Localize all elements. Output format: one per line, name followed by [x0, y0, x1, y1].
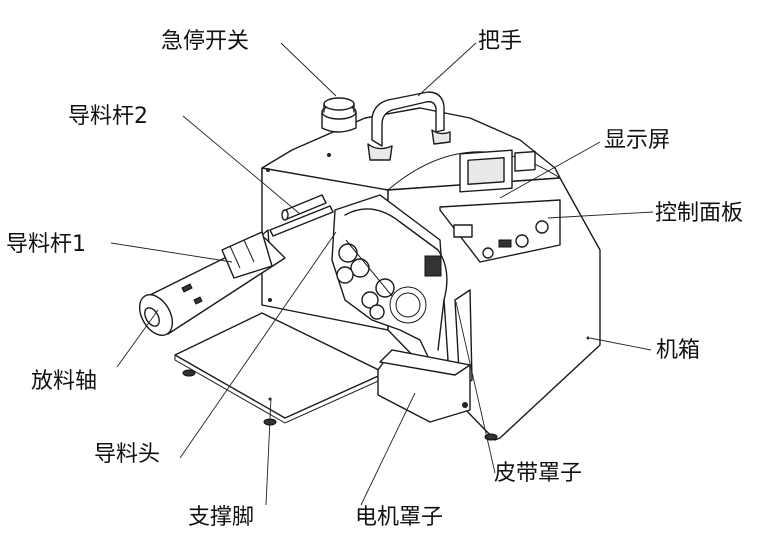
control-panel-face [439, 149, 561, 263]
label-belt-cover: 皮带罩子 [494, 461, 583, 486]
label-emergency-stop: 急停开关 [161, 29, 250, 54]
label-guide-rod-1: 导料杆1 [6, 232, 86, 257]
label-unwind-shaft: 放料轴 [31, 369, 98, 394]
label-motor-cover: 电机罩子 [355, 505, 444, 530]
label-support-foot: 支撑脚 [188, 505, 255, 530]
label-display: 显示屏 [604, 128, 671, 153]
handle-bar [367, 91, 451, 161]
label-guide-rod-2: 导料杆2 [68, 104, 148, 129]
motor-cover-box [377, 349, 471, 423]
leader-lines [110, 42, 654, 506]
label-chassis: 机箱 [656, 338, 701, 363]
rollers [336, 239, 395, 320]
unwind-shaft [138, 231, 286, 336]
label-control-panel: 控制面板 [655, 201, 744, 226]
emergency-stop-knob [321, 97, 357, 133]
support-foot-plate [174, 312, 386, 426]
label-handle: 把手 [478, 29, 523, 54]
label-guide-head: 导料头 [94, 442, 161, 467]
